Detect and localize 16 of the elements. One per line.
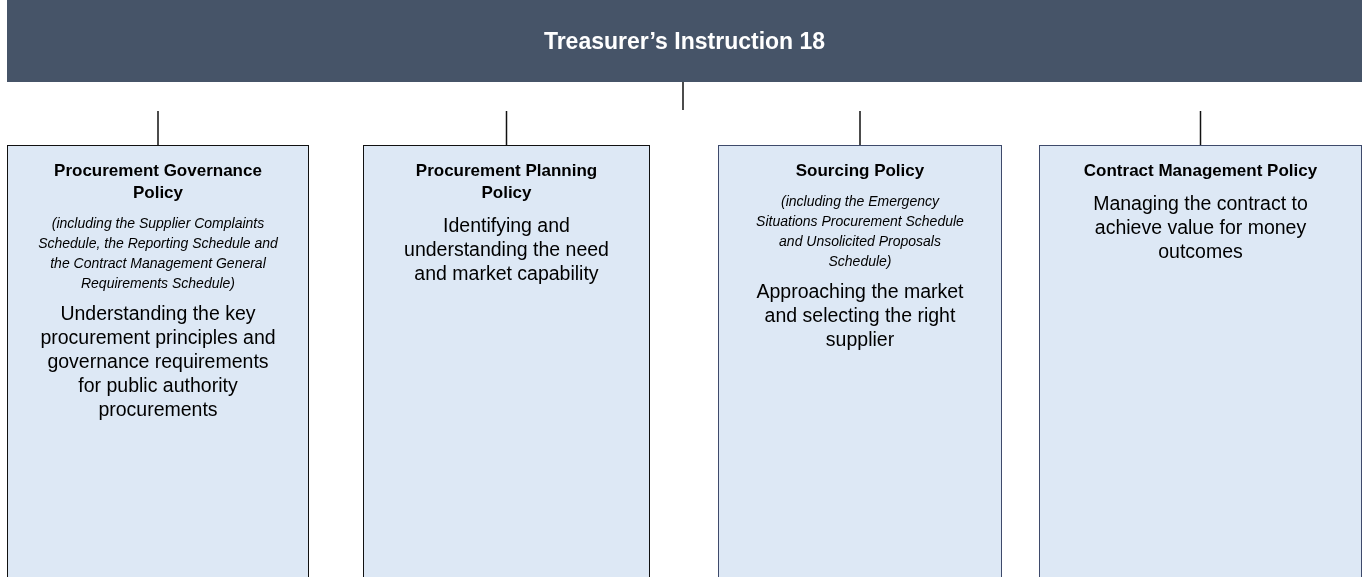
policy-heading: Procurement Governance Policy [53, 160, 263, 204]
policy-box [363, 145, 650, 577]
policy-heading: Contract Management Policy [1082, 160, 1319, 182]
policy-note: (including the Supplier Complaints Schedule, the Reporting Schedule and the Contract Management General Requirements Schedule) [38, 214, 278, 293]
policy-description: Identifying and understanding the need and market capability [403, 213, 610, 285]
policy-description: Managing the contract to achieve value for money outcomes [1092, 191, 1309, 263]
policy-note: (including the Emergency Situations Procurement Schedule and Unsolicited Proposals Schedule) [755, 192, 965, 271]
policy-box [7, 145, 309, 577]
policy-description: Approaching the market and selecting the right supplier [755, 279, 965, 351]
policy-heading: Sourcing Policy [794, 160, 926, 182]
policy-description: Understanding the key procurement principles and governance requirements for public authority procurements [39, 301, 277, 421]
policy-box [718, 145, 1002, 577]
policy-heading: Procurement Planning Policy [414, 160, 599, 204]
title-banner [7, 0, 1362, 82]
policy-box [1039, 145, 1362, 577]
title-text: Treasurer’s Instruction 18 [543, 27, 826, 55]
